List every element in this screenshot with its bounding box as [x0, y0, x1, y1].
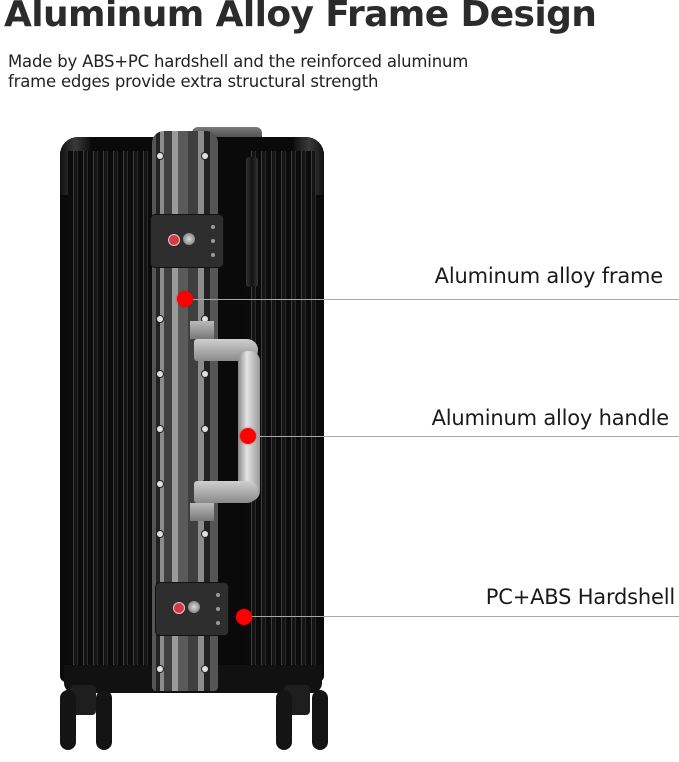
rivet-icon — [202, 531, 208, 537]
spinner-wheel-icon — [96, 690, 112, 750]
shell-rib-short — [246, 157, 258, 287]
side-carry-handle — [190, 321, 262, 521]
rivet-icon — [157, 316, 163, 322]
callout-label: Aluminum alloy handle — [431, 406, 670, 430]
spinner-wheel-icon — [60, 690, 76, 750]
keyhole-icon — [188, 601, 200, 613]
rivet-icon — [157, 371, 163, 377]
handle-bar-bottom — [194, 481, 258, 503]
callout-label: Aluminum alloy frame — [434, 264, 664, 288]
rivet-icon — [157, 666, 163, 672]
marker-dot-frame — [177, 291, 193, 307]
spinner-wheel-icon — [276, 690, 292, 750]
handle-grip — [238, 351, 260, 501]
rivet-icon — [202, 666, 208, 672]
combination-dial-icon — [216, 607, 220, 611]
callout-label: PC+ABS Hardshell — [485, 585, 675, 609]
marker-dot-handle — [240, 428, 256, 444]
tsa-lock-icon — [174, 603, 184, 613]
rivet-icon — [157, 153, 163, 159]
rivet-icon — [202, 153, 208, 159]
combination-dial-icon — [216, 621, 220, 625]
suitcase-image — [56, 125, 328, 762]
shell-ribs-left — [68, 151, 148, 671]
rivet-icon — [157, 481, 163, 487]
combination-dial-icon — [216, 593, 220, 597]
subtitle-line-1: Made by ABS+PC hardshell and the reinfor… — [8, 52, 469, 71]
spinner-wheel-icon — [312, 690, 328, 750]
tsa-lock-bottom — [156, 583, 228, 635]
leader-line — [186, 299, 679, 300]
rivet-icon — [202, 371, 208, 377]
combination-dial-icon — [211, 253, 215, 257]
keyhole-icon — [183, 233, 195, 245]
combination-dial-icon — [211, 225, 215, 229]
handle-mount-bottom — [190, 503, 214, 521]
marker-dot-hardshell — [236, 609, 252, 625]
subtitle-line-2: frame edges provide extra structural str… — [8, 72, 379, 91]
combination-dial-icon — [211, 239, 215, 243]
rivet-icon — [202, 316, 208, 322]
leader-line — [244, 616, 679, 617]
handle-mount-top — [190, 321, 214, 339]
page-title: Aluminum Alloy Frame Design — [4, 0, 597, 35]
leader-line — [248, 436, 679, 437]
tsa-lock-icon — [169, 235, 179, 245]
rivet-icon — [157, 531, 163, 537]
tsa-lock-top — [151, 215, 223, 267]
rivet-icon — [157, 426, 163, 432]
subtitle: Made by ABS+PC hardshell and the reinfor… — [8, 52, 528, 92]
rivet-icon — [202, 426, 208, 432]
